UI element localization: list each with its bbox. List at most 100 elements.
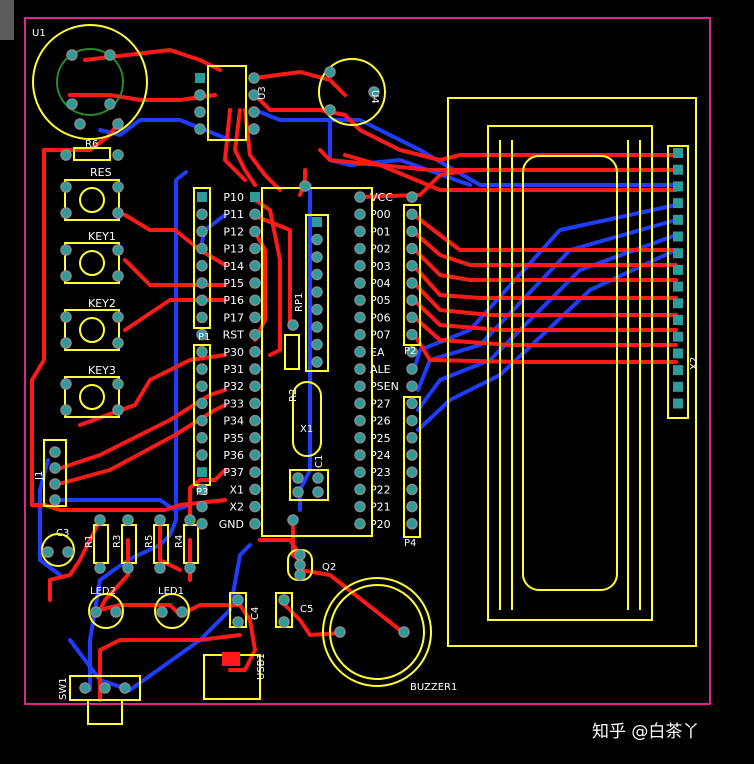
- rp1-pad: [311, 286, 323, 298]
- mcu-pad-left: [249, 277, 261, 289]
- header-pad-right: [406, 208, 418, 220]
- label-r1: R1: [84, 535, 95, 548]
- mcu-pin-label-left: P17: [223, 311, 244, 324]
- mcu-pad-left: [249, 483, 261, 496]
- header-pad-right: [406, 414, 418, 427]
- mcu-pin-label-left: P36: [223, 449, 244, 462]
- lcd-pad: [673, 264, 683, 275]
- header-pad-left: [196, 449, 208, 461]
- header-pad-right: [406, 260, 418, 272]
- mcu-pin-label-left: P16: [223, 294, 244, 307]
- mcu-pin-label-right: P22: [370, 483, 391, 496]
- component-pad: [112, 270, 124, 282]
- mcu-pin-label-right: P01: [370, 225, 391, 238]
- component-pad: [74, 118, 86, 130]
- component-pad: [294, 549, 306, 561]
- component-pad: [112, 244, 124, 256]
- mcu-pad-right: [354, 328, 366, 341]
- pads: [42, 49, 683, 694]
- mcu-pin-label-right: P04: [370, 277, 391, 290]
- header-pad-left: [196, 500, 208, 513]
- component-pad: [112, 207, 124, 219]
- header-pad-right: [406, 449, 418, 461]
- label-j1: J1: [34, 471, 45, 481]
- component-pad: [176, 606, 188, 618]
- component-pad: [90, 606, 102, 618]
- component-pad: [49, 494, 61, 506]
- mcu-pad-right: [354, 294, 366, 306]
- mcu-pin-label-left: P32: [223, 380, 244, 393]
- mcu-pad-left: [249, 311, 261, 324]
- u3-pad: [195, 73, 205, 83]
- mcu-pad-left: [249, 242, 261, 255]
- header-pad-right: [406, 500, 418, 513]
- component-pad: [79, 682, 91, 694]
- header-pad-right: [406, 225, 418, 238]
- mcu-pin-label-left: P37: [223, 466, 244, 479]
- header-pad-left: [196, 294, 208, 306]
- mcu-pad-left: [249, 328, 261, 341]
- component-pad: [287, 319, 299, 331]
- silkscreen-outlines: [32, 24, 689, 725]
- component-pad: [49, 446, 61, 458]
- label-x1: X1: [300, 424, 313, 435]
- label-c5: C5: [300, 604, 313, 615]
- component-pad: [49, 478, 61, 490]
- mcu-pin-label-right: P20: [370, 518, 391, 531]
- mcu-pad-left: [249, 414, 261, 427]
- rp1-pad: [311, 303, 323, 316]
- header-pad-right: [406, 294, 418, 306]
- mcu-pin-label-left: P34: [223, 415, 244, 428]
- header-pad-left: [196, 225, 208, 238]
- label-r6: R6: [85, 139, 98, 150]
- label-r2: R2: [288, 389, 299, 402]
- mcu-pad-right: [354, 397, 366, 410]
- component-pad: [60, 207, 72, 219]
- rp1-pad: [311, 233, 323, 246]
- component-pad: [184, 514, 196, 526]
- component-pad: [94, 514, 106, 526]
- label-res: RES: [90, 166, 112, 179]
- header-pad-right: [406, 432, 418, 444]
- header-pad-left: [196, 397, 208, 410]
- header-pad-left: [196, 363, 208, 375]
- component-pad: [112, 181, 124, 193]
- mcu-pin-label-left: RST: [223, 329, 245, 342]
- mcu-pin-label-left: P35: [223, 432, 244, 445]
- mcu-pad-left: [249, 294, 261, 306]
- component-pad: [60, 181, 72, 193]
- label-c4: C4: [250, 607, 261, 620]
- component-pad: [60, 404, 72, 416]
- component-pad: [60, 270, 72, 282]
- label-q2: Q2: [322, 562, 336, 573]
- component-pad: [299, 180, 311, 192]
- mcu-pad-left: [249, 397, 261, 410]
- u3-pad: [194, 123, 206, 135]
- lcd-pad: [673, 164, 683, 175]
- component-pad: [334, 626, 346, 638]
- header-pad-right: [406, 397, 418, 410]
- lcd-pad: [673, 298, 683, 309]
- header-pad-left: [196, 518, 208, 530]
- label-u1: U1: [32, 28, 46, 39]
- component-pad: [154, 514, 166, 526]
- mcu-pad-left: [249, 225, 261, 238]
- header-pad-left: [197, 192, 207, 202]
- lcd-outline: [447, 97, 697, 647]
- label-p1: P1: [198, 332, 210, 343]
- mcu-pad-right: [354, 191, 366, 203]
- component-pad: [154, 562, 166, 574]
- label-r4: R4: [174, 535, 185, 548]
- u3-pad: [248, 106, 260, 118]
- header-pad-right: [406, 380, 418, 392]
- board-outline: [24, 17, 711, 705]
- label-p2: P2: [404, 346, 416, 357]
- mcu-pin-label-right: P06: [370, 311, 391, 324]
- mcu-pin-label-right: P23: [370, 466, 391, 479]
- component-pad: [122, 514, 134, 526]
- mcu-pad-left: [249, 500, 261, 513]
- header-pad-right: [406, 242, 418, 255]
- component-pad: [184, 562, 196, 574]
- component-pad: [112, 404, 124, 416]
- mcu-pin-label-right: P07: [370, 329, 391, 342]
